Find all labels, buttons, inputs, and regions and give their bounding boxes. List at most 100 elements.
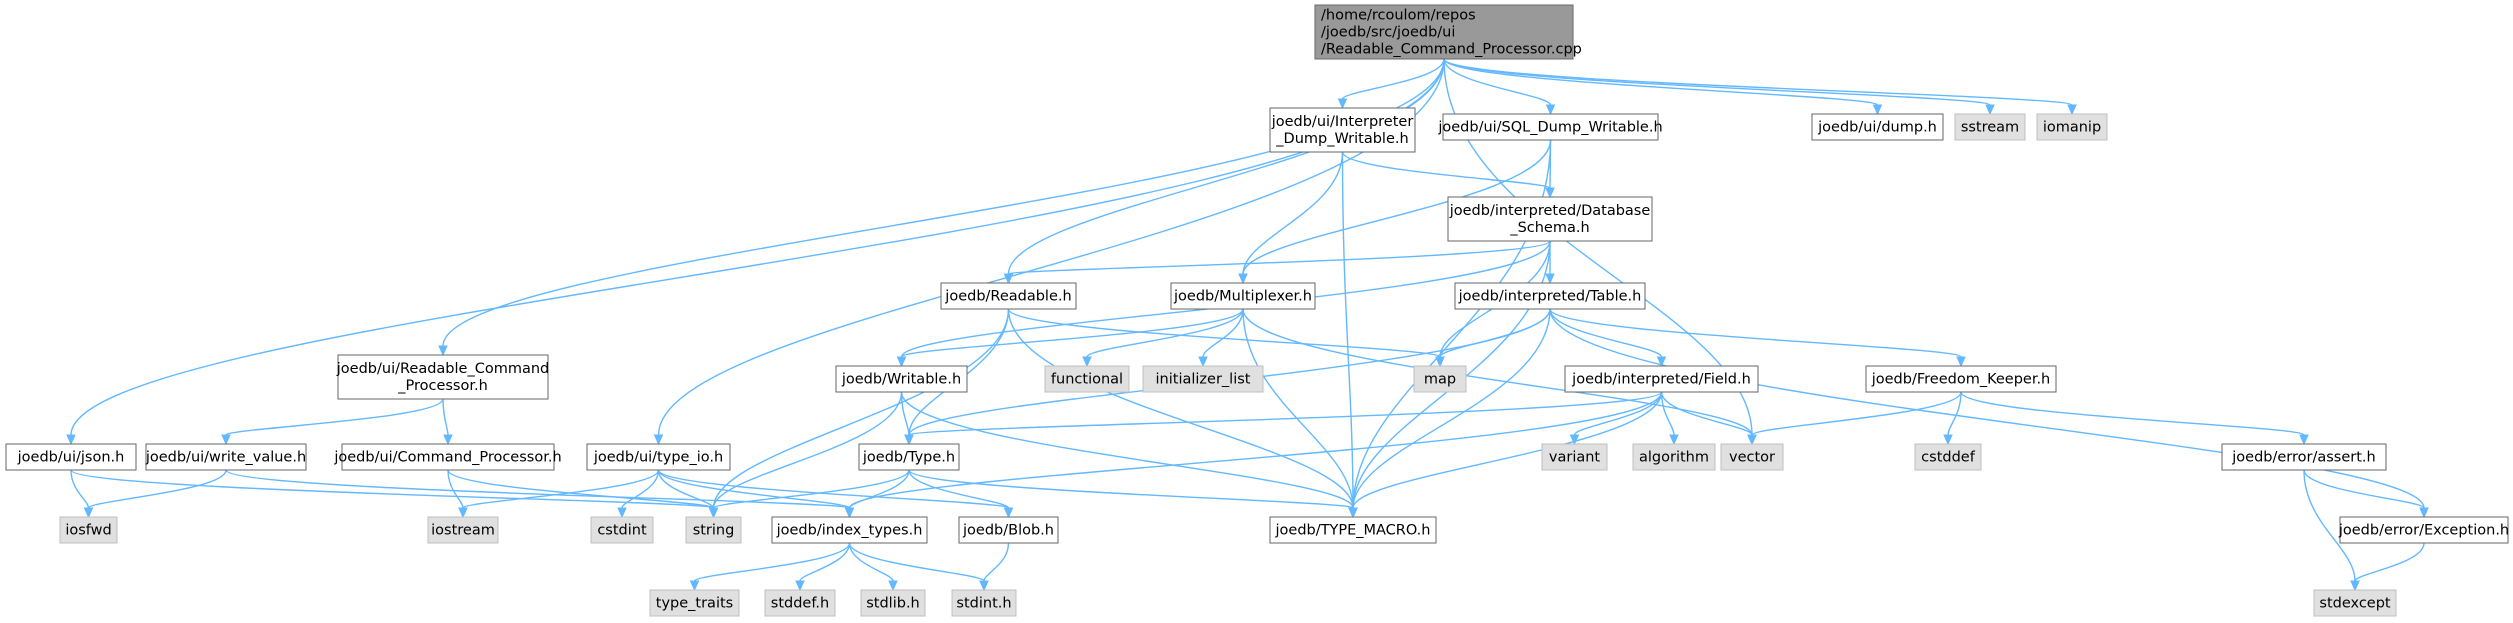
- node-box: [860, 589, 926, 617]
- edge-line: [848, 542, 985, 582]
- edge-line: [1573, 391, 1663, 436]
- edge-line: [1352, 308, 1551, 509]
- edge-arrowhead: [1337, 98, 1348, 110]
- node-label: joedb/Type.h: [862, 450, 955, 466]
- edge-line: [1443, 58, 2073, 106]
- node-label: cstddef: [1921, 450, 1976, 466]
- node-write-value[interactable]: joedb/ui/write_value.h: [145, 443, 307, 471]
- node-label: joedb/Blob.h: [962, 523, 1054, 539]
- edge-line: [1443, 58, 1879, 106]
- node-label: _Schema.h: [1509, 220, 1589, 236]
- edge-arrowhead: [1569, 434, 1580, 446]
- edge-line: [2303, 469, 2356, 582]
- node-label: joedb/interpreted/Database: [1449, 203, 1651, 219]
- node-label: initializer_list: [1156, 372, 1251, 388]
- node-dump[interactable]: joedb/ui/dump.h: [1811, 113, 1944, 141]
- edge-line: [1352, 139, 1552, 509]
- node-freedom[interactable]: joedb/Freedom_Keeper.h: [1865, 365, 2057, 393]
- edge-type-to-blob: [908, 469, 1014, 519]
- node-label: joedb/ui/dump.h: [1817, 120, 1937, 136]
- edge-arrowhead: [904, 434, 914, 446]
- edge-line: [1242, 308, 1354, 509]
- node-label: type_traits: [656, 596, 733, 612]
- edge-line: [799, 542, 851, 582]
- node-vector: vector: [1720, 443, 1784, 471]
- edge-line: [462, 469, 660, 509]
- node-label: joedb/ui/Command_Processor.h: [333, 450, 561, 466]
- node-table[interactable]: joedb/interpreted/Table.h: [1454, 282, 1646, 310]
- node-label: /Readable_Command_Processor.cpp: [1321, 42, 1582, 58]
- node-json[interactable]: joedb/ui/json.h: [5, 443, 137, 471]
- edge-root-to-iomanip: [1443, 58, 2077, 116]
- node-sstream: sstream: [1954, 113, 2026, 141]
- edge-arrowhead: [1669, 434, 1679, 446]
- node-box: [1413, 365, 1467, 393]
- edge-interp_dump-to-schema: [1341, 151, 1555, 199]
- node-box: [1720, 443, 1784, 471]
- edge-line: [900, 391, 1354, 509]
- node-label: joedb/interpreted/Field.h: [1571, 372, 1751, 388]
- node-assert[interactable]: joedb/error/assert.h: [2221, 443, 2387, 471]
- node-label: joedb/index_types.h: [776, 523, 923, 539]
- node-type-macro[interactable]: joedb/TYPE_MACRO.h: [1269, 516, 1437, 544]
- edge-type-to-string: [708, 469, 910, 519]
- edge-line: [1549, 308, 2425, 509]
- node-sql-dump[interactable]: joedb/ui/SQL_Dump_Writable.h: [1437, 113, 1663, 141]
- node-readable[interactable]: joedb/Readable.h: [940, 282, 1077, 310]
- node-box: [341, 443, 555, 471]
- edge-freedom-to-vector: [1747, 391, 1962, 446]
- edge-assert-to-exception: [2303, 469, 2429, 519]
- edge-arrowhead: [1985, 104, 1995, 116]
- edge-multiplexer-to-functional: [1082, 308, 1244, 368]
- node-blob[interactable]: joedb/Blob.h: [958, 516, 1059, 544]
- node-box: [1269, 107, 1416, 153]
- edge-sql_dump-to-multiplexer: [1238, 139, 1552, 285]
- edge-line: [908, 469, 1010, 509]
- node-label: joedb/TYPE_MACRO.h: [1275, 523, 1431, 539]
- edge-arrowhead: [653, 434, 664, 446]
- node-label: joedb/ui/SQL_Dump_Writable.h: [1437, 120, 1662, 136]
- edge-index_types-to-stdlib: [848, 542, 898, 592]
- node-index-types[interactable]: joedb/index_types.h: [771, 516, 928, 544]
- node-label: cstdint: [597, 523, 647, 539]
- edge-arrowhead: [221, 434, 231, 446]
- node-field[interactable]: joedb/interpreted/Field.h: [1564, 365, 1759, 393]
- edge-arrowhead: [1082, 356, 1092, 368]
- node-label: vector: [1729, 450, 1775, 466]
- edge-root-to-rcp_h: [438, 58, 1445, 357]
- node-box: [951, 589, 1017, 617]
- edge-root-to-sql_dump: [1443, 58, 1556, 116]
- node-label: joedb/Freedom_Keeper.h: [1871, 372, 2051, 388]
- edge-line: [87, 469, 227, 509]
- node-type[interactable]: joedb/Type.h: [858, 443, 960, 471]
- node-label: _Dump_Writable.h: [1275, 131, 1408, 147]
- node-label: functional: [1051, 372, 1123, 388]
- node-stdlib: stdlib.h: [860, 589, 926, 617]
- node-label: variant: [1549, 450, 1601, 466]
- node-rcp-h[interactable]: joedb/ui/Readable_Command_Processor.h: [336, 354, 549, 400]
- edge-arrowhead: [795, 580, 805, 592]
- edge-line: [1341, 151, 1551, 189]
- node-multiplexer[interactable]: joedb/Multiplexer.h: [1170, 282, 1316, 310]
- node-stdint: stdint.h: [951, 589, 1017, 617]
- edge-line: [1660, 391, 1675, 436]
- edge-line: [1007, 308, 1441, 358]
- edge-arrowhead: [708, 507, 719, 519]
- edge-line: [908, 469, 1354, 509]
- node-cmd-proc[interactable]: joedb/ui/Command_Processor.h: [333, 443, 562, 471]
- edge-arrowhead: [1545, 273, 1555, 285]
- node-string: string: [685, 516, 742, 544]
- node-interp-dump[interactable]: joedb/ui/Interpreter_Dump_Writable.h: [1269, 107, 1416, 153]
- node-exception[interactable]: joedb/error/Exception.h: [2338, 516, 2509, 544]
- edge-arrowhead: [1872, 104, 1883, 116]
- edge-line: [1341, 58, 1445, 100]
- node-box: [940, 282, 1077, 310]
- node-writable[interactable]: joedb/Writable.h: [835, 365, 968, 393]
- node-type-io[interactable]: joedb/ui/type_io.h: [586, 443, 731, 471]
- edge-line: [848, 542, 894, 582]
- edge-table-to-type_macro: [1348, 308, 1551, 519]
- edge-line: [693, 542, 851, 582]
- edge-cmd_proc-to-string: [447, 469, 719, 519]
- node-schema[interactable]: joedb/interpreted/Database_Schema.h: [1447, 196, 1653, 242]
